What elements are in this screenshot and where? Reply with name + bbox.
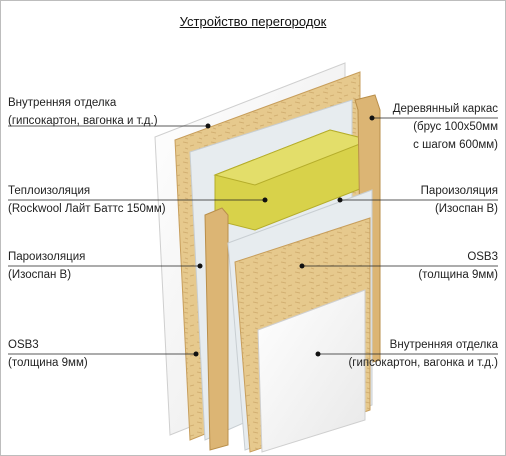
label-left-interior-finish: Внутренняя отделка (гипсокартон, вагонка… <box>8 97 158 127</box>
leader-lines <box>8 117 498 355</box>
front-gypsum-board <box>257 289 366 453</box>
leader-dots <box>193 115 375 357</box>
label-right-wooden-frame: Деревянный каркас (брус 100х50мм с шагом… <box>392 103 498 151</box>
label-left-insulation: Теплоизоляция (Rockwool Лайт Баттс 150мм… <box>8 185 166 215</box>
label-right-osb: OSB3 (толщина 9мм) <box>418 251 498 281</box>
label-right-interior-finish: Внутренняя отделка (гипсокартон, вагонка… <box>348 339 498 369</box>
label-left-osb: OSB3 (толщина 9мм) <box>8 339 88 369</box>
front-stud-left <box>204 207 229 451</box>
diagram-title: Устройство перегородок <box>179 14 327 29</box>
label-right-vapour-barrier: Пароизоляция (Изоспан В) <box>420 185 498 215</box>
label-left-vapour-barrier: Пароизоляция (Изоспан В) <box>8 251 86 281</box>
